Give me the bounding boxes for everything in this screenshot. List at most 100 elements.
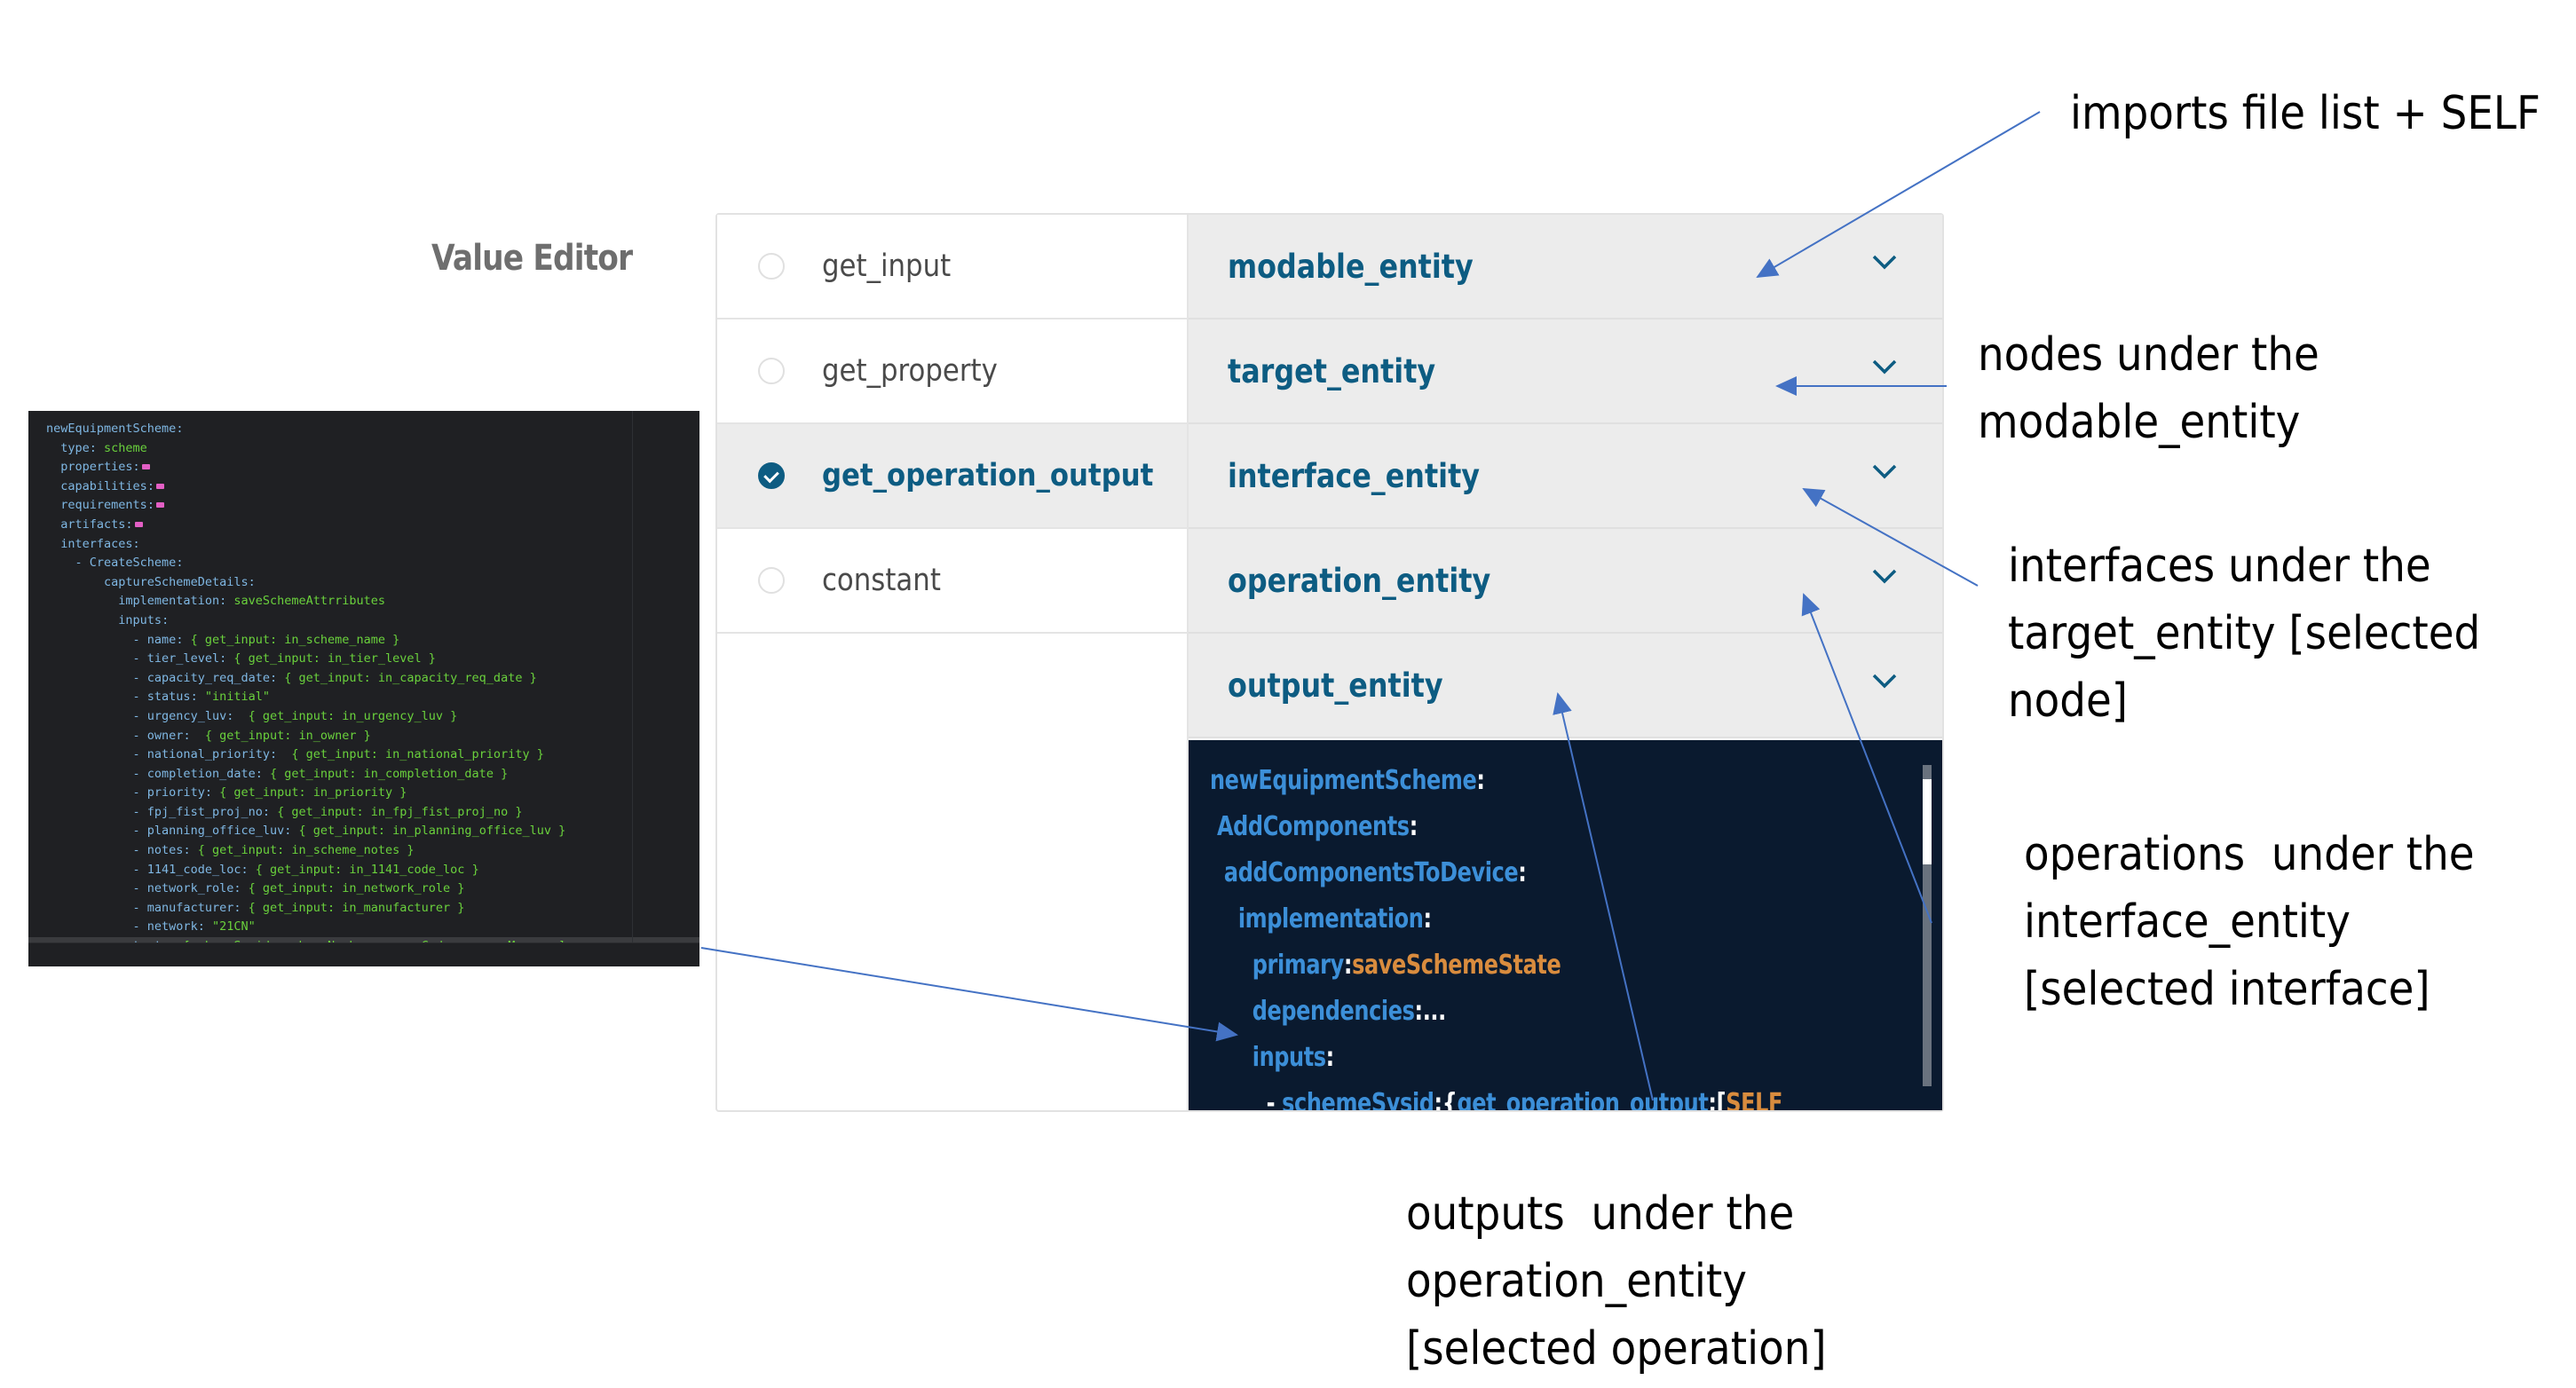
annotation-outputs: outputs under the operation_entity [sele… (1406, 1187, 1827, 1376)
code-separator: : (176, 556, 184, 571)
output-preview[interactable]: newEquipmentScheme: AddComponents: addCo… (1189, 740, 1942, 1110)
preview-indent (1210, 811, 1217, 842)
preview-punctuation: :[ (1708, 1088, 1727, 1110)
preview-line: addComponentsToDevice: (1210, 850, 1774, 896)
code-value: { get_input: in_fpj_fist_proj_no } (277, 804, 523, 819)
code-key: interfaces (60, 536, 133, 551)
code-value: { get_input: in_1141_code_loc } (255, 862, 479, 877)
value-editor-panel: get_input get_property get_operation_out… (715, 213, 1944, 1112)
code-indent (46, 575, 104, 589)
dropdown-operation-entity[interactable]: operation_entity (1189, 529, 1942, 634)
code-indent: - (46, 919, 147, 935)
code-key: national_priority (146, 747, 270, 762)
code-separator: : (190, 690, 205, 705)
preview-indent (1210, 996, 1252, 1027)
chevron-down-icon[interactable] (1871, 353, 1898, 380)
code-line: - network_role: { get_input: in_network_… (28, 879, 699, 899)
code-separator: : (241, 862, 256, 877)
code-line: type: scheme (28, 439, 699, 459)
fold-ellipsis-icon[interactable] (141, 464, 150, 470)
code-key: name (146, 632, 177, 647)
option-label: constant (822, 563, 941, 598)
code-key: properties (60, 460, 133, 475)
chevron-down-icon[interactable] (1871, 563, 1898, 589)
preview-line: implementation: (1210, 896, 1774, 942)
code-value: { get_input: in_scheme_notes } (197, 843, 415, 858)
code-value: { get_input: in_owner } (204, 728, 371, 743)
code-value: { get_input: in_completion_date } (269, 766, 509, 781)
yaml-code-editor[interactable]: newEquipmentScheme: type: scheme propert… (28, 411, 699, 966)
code-indent (46, 460, 60, 474)
code-value: scheme (104, 440, 147, 455)
code-indent (46, 613, 118, 627)
chevron-down-icon[interactable] (1871, 248, 1898, 275)
preview-lines: newEquipmentScheme: AddComponents: addCo… (1210, 758, 1916, 1110)
code-line: - fpj_fist_proj_no: { get_input: in_fpj_… (28, 803, 699, 823)
dropdown-interface-entity[interactable]: interface_entity (1189, 424, 1942, 529)
fold-ellipsis-icon[interactable] (155, 502, 164, 509)
code-indent (46, 441, 60, 455)
dropdown-label: modable_entity (1228, 247, 1474, 286)
code-value: saveSchemeAttrributes (233, 594, 386, 609)
radio-unchecked-icon[interactable] (758, 567, 785, 594)
code-separator: : (204, 785, 220, 800)
code-indent: - (46, 747, 147, 762)
code-indent (46, 517, 60, 532)
code-line: - network: "21CN" (28, 918, 699, 937)
preview-indent: - (1210, 1088, 1283, 1110)
chevron-down-icon[interactable] (1871, 458, 1898, 485)
annotation-imports: imports file list + SELF (2070, 87, 2540, 140)
preview-punctuation: : (1476, 765, 1485, 796)
dropdown-target-entity[interactable]: target_entity (1189, 319, 1942, 424)
code-line: artifacts: (28, 516, 699, 535)
radio-unchecked-icon[interactable] (758, 358, 785, 384)
preview-indent (1210, 903, 1238, 935)
code-separator: : (269, 747, 292, 762)
fold-ellipsis-icon[interactable] (134, 521, 143, 527)
option-get-property[interactable]: get_property (717, 319, 1187, 424)
preview-key: primary (1252, 950, 1345, 981)
code-separator: : (233, 881, 249, 896)
preview-scrollbar[interactable] (1923, 765, 1932, 1086)
code-key: urgency_luv (146, 708, 227, 723)
code-line: capabilities: (28, 477, 699, 497)
fold-ellipsis-icon[interactable] (155, 483, 164, 489)
chevron-down-icon[interactable] (1871, 667, 1898, 694)
entity-dropdowns: modable_entity target_entity interface_e… (1189, 215, 1942, 738)
code-indent: - (46, 708, 147, 723)
preview-value: SELF (1726, 1088, 1782, 1110)
code-key: artifacts (60, 517, 126, 532)
option-constant[interactable]: constant (717, 529, 1187, 634)
code-key: inputs (118, 612, 162, 627)
dropdown-modable-entity[interactable]: modable_entity (1189, 215, 1942, 319)
code-indent (46, 594, 118, 608)
code-key: fpj_fist_proj_no (146, 804, 263, 819)
dropdown-output-entity[interactable]: output_entity (1189, 634, 1942, 738)
code-indent: - (46, 632, 147, 647)
code-line: - planning_office_luv: { get_input: in_p… (28, 822, 699, 841)
code-line: - priority: { get_input: in_priority } (28, 784, 699, 803)
code-line: inputs: (28, 611, 699, 631)
preview-value: saveSchemeState (1352, 950, 1561, 981)
preview-scrollbar-thumb[interactable] (1923, 779, 1932, 864)
code-value: { get_input: in_tier_level } (233, 651, 436, 666)
option-get-operation-output[interactable]: get_operation_output (717, 424, 1187, 529)
code-key: CreateScheme (89, 556, 177, 571)
column-divider (1187, 215, 1189, 1110)
option-label: get_input (822, 248, 952, 284)
code-key: tier_level (146, 651, 220, 666)
code-line: - capacity_req_date: { get_input: in_cap… (28, 669, 699, 689)
code-separator: : (176, 632, 191, 647)
code-value: { get_input: in_scheme_name } (190, 632, 400, 647)
radio-unchecked-icon[interactable] (758, 253, 785, 280)
code-lines: newEquipmentScheme: type: scheme propert… (28, 420, 699, 957)
option-get-input[interactable]: get_input (717, 215, 1187, 319)
code-value: { get_input: in_priority } (219, 785, 407, 800)
code-key: implementation (118, 594, 220, 609)
code-key: owner (146, 728, 184, 743)
code-separator: : (183, 843, 198, 858)
preview-punctuation: : (1409, 811, 1418, 842)
code-value: "initial" (204, 690, 270, 705)
radio-checked-icon[interactable] (758, 462, 785, 489)
code-indent (46, 498, 60, 512)
